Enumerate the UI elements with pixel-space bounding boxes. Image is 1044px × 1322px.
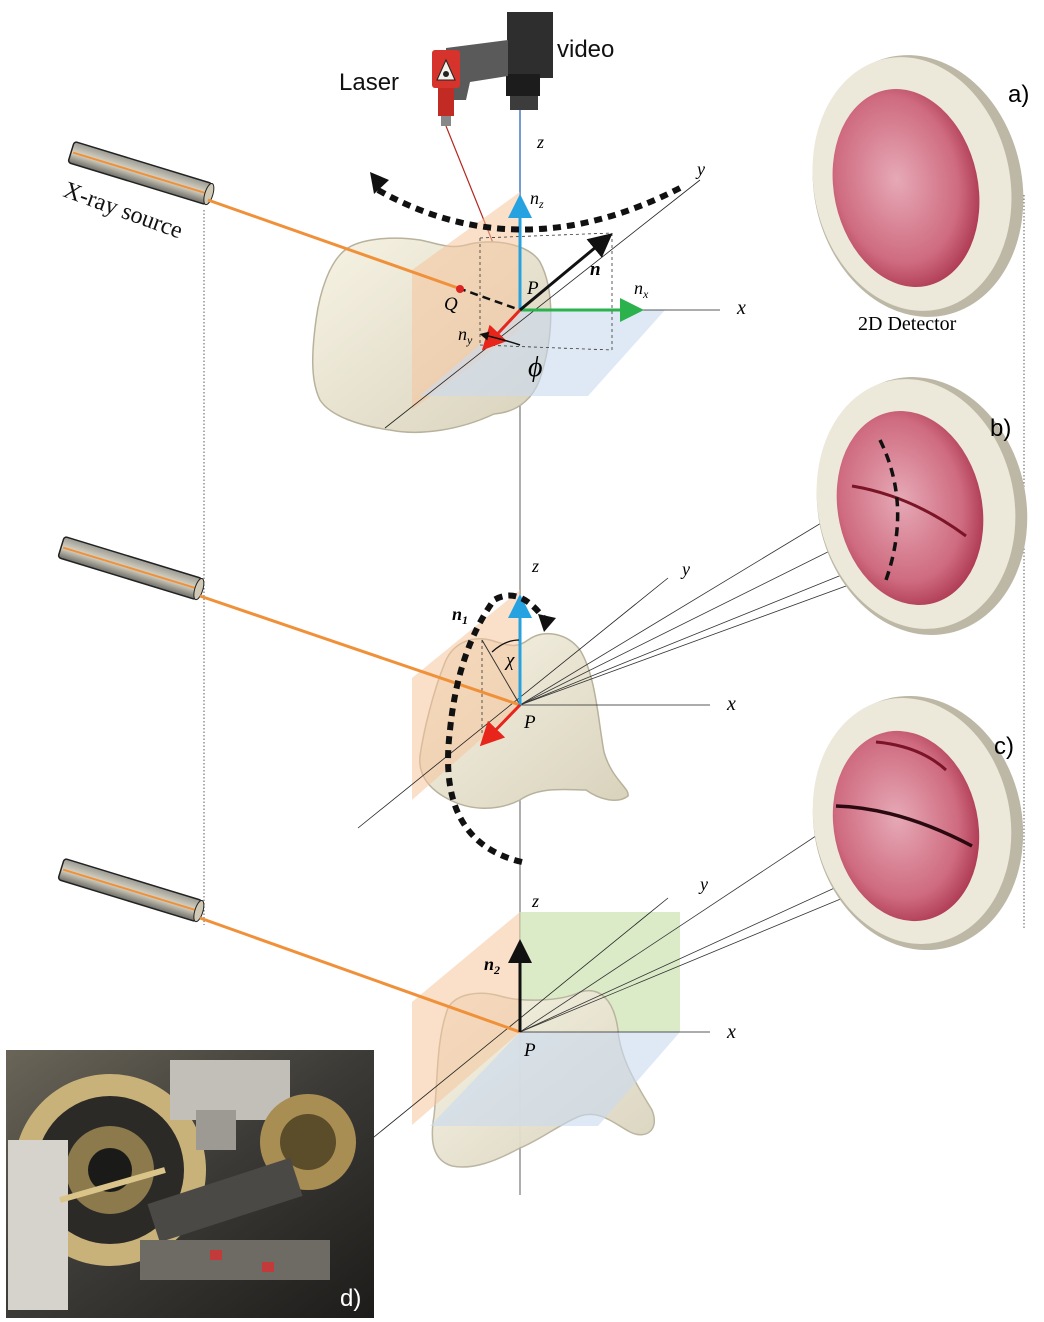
scene-a-axis-x: x xyxy=(736,297,746,319)
detector-b xyxy=(793,357,1044,655)
scene-a-nz-label: nz xyxy=(530,188,544,211)
scene-c-point-p: P xyxy=(523,1040,536,1061)
scene-a-axis-z: z xyxy=(536,132,544,152)
panel-d-label: d) xyxy=(340,1285,361,1312)
point-q-marker xyxy=(456,285,464,293)
scene-a-nx-label: nx xyxy=(634,278,649,301)
scene-b-axis-y: y xyxy=(680,559,690,579)
panel-a-label: a) xyxy=(1008,81,1029,108)
xray-tube-c xyxy=(58,858,206,922)
panel-c-label: c) xyxy=(994,733,1014,760)
scene-b-angle-chi: χ xyxy=(504,650,515,671)
scene-c-axis-x: x xyxy=(726,1021,736,1043)
chi-rotation-arrowhead xyxy=(538,614,556,632)
scene-a-point-q: Q xyxy=(444,294,458,315)
detector-c xyxy=(790,676,1044,970)
scene-a: z y x nz nx ny n P Q ϕ xyxy=(208,132,746,432)
xray-tube-b xyxy=(58,536,206,600)
instrument-photo xyxy=(6,1050,374,1318)
laser-icon xyxy=(432,50,460,126)
scene-b-axis-x: x xyxy=(726,693,736,715)
phi-rotation-arc xyxy=(378,188,680,230)
scene-a-angle-phi: ϕ xyxy=(528,352,543,383)
scene-a-axis-y: y xyxy=(695,159,705,179)
scene-a-n-label: n xyxy=(590,259,601,280)
detector-label: 2D Detector xyxy=(858,313,957,335)
scene-c-axis-y: y xyxy=(698,874,708,894)
laser-label: Laser xyxy=(339,69,399,96)
video-label: video xyxy=(557,36,614,63)
scene-a-point-p: P xyxy=(526,278,539,299)
detector-a xyxy=(789,35,1044,336)
video-camera-icon xyxy=(446,12,553,110)
scene-b-axis-z: z xyxy=(531,556,539,576)
scene-b-point-p: P xyxy=(523,712,536,733)
scene-b-n1-label: n1 xyxy=(452,604,468,627)
panel-b-label: b) xyxy=(990,415,1011,442)
scene-c-axis-z: z xyxy=(531,891,539,911)
